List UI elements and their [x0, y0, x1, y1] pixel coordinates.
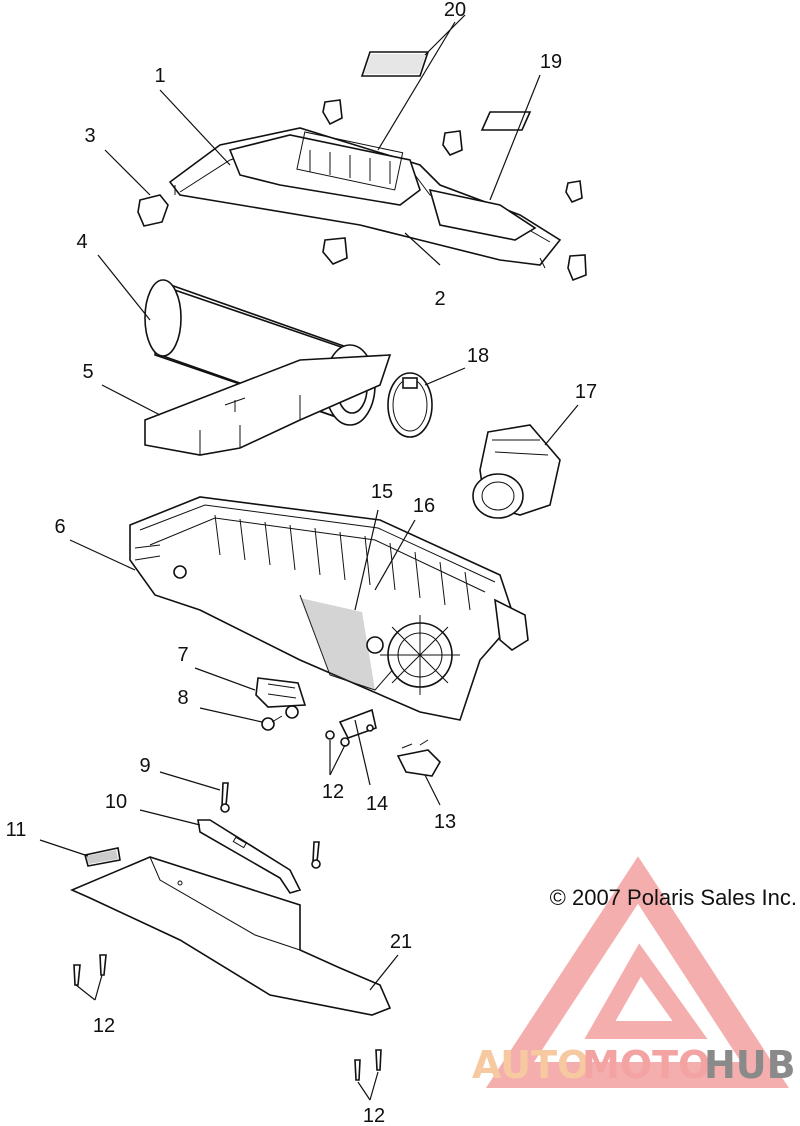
callout-11: 11: [6, 819, 27, 841]
part-8-screw: [261, 715, 283, 731]
part-11-pad: [84, 847, 121, 867]
callout-15: 15: [371, 481, 393, 503]
callout-19: 19: [540, 51, 562, 73]
callout-17: 17: [575, 381, 597, 403]
callout-9: 9: [139, 755, 150, 777]
clip-icon: [137, 99, 587, 282]
callout-18: 18: [467, 345, 489, 367]
part-9-bolt: [220, 782, 230, 813]
part-6-airbox-base: [129, 496, 529, 721]
part-14-bracket: [325, 708, 377, 747]
callout-1: 1: [154, 65, 165, 87]
callout-14: 14: [366, 793, 388, 815]
watermark-logo: [485, 856, 789, 1088]
watermark-hub: HUB: [704, 1043, 796, 1087]
part-7-sensor: [255, 677, 307, 719]
screw-icon: [73, 954, 382, 1081]
part-17-boot: [472, 424, 561, 519]
callout-7: 7: [177, 644, 188, 666]
part-18-clamp: [387, 372, 433, 438]
callout-16: 16: [413, 495, 435, 517]
watermark-text: AUTO MOTO HUB: [472, 1043, 796, 1087]
part-21-skid-plate: [69, 856, 392, 1016]
callout-2: 2: [434, 288, 445, 310]
callout-12-skid-left: 12: [93, 1015, 115, 1037]
callout-labels: 1 2 3 4 5 6 7 8 9 10 11 12 12 12 13 14 1…: [6, 0, 598, 1126]
part-13-valve: [396, 739, 441, 777]
callout-4: 4: [76, 231, 87, 253]
callout-13: 13: [434, 811, 456, 833]
watermark-moto: MOTO: [582, 1043, 710, 1087]
leader-lines: [39, 14, 579, 1101]
part-19-label: [480, 111, 532, 131]
part-1-airbox-cover: [168, 127, 562, 269]
bolt-icon: [311, 841, 321, 869]
watermark-auto: AUTO: [472, 1043, 589, 1087]
callout-12-base: 12: [322, 781, 344, 803]
callout-20: 20: [444, 0, 466, 21]
callout-12-skid-right: 12: [363, 1105, 385, 1126]
callout-3: 3: [84, 125, 95, 147]
callout-10: 10: [105, 791, 127, 813]
callout-6: 6: [54, 516, 65, 538]
part-20-label: [360, 51, 430, 77]
callout-21: 21: [390, 931, 412, 953]
callout-8: 8: [177, 687, 188, 709]
copyright-text: © 2007 Polaris Sales Inc.: [550, 885, 797, 910]
part-10-bracket: [197, 819, 302, 894]
part-5-pre-filter: [144, 354, 392, 456]
callout-5: 5: [82, 361, 93, 383]
